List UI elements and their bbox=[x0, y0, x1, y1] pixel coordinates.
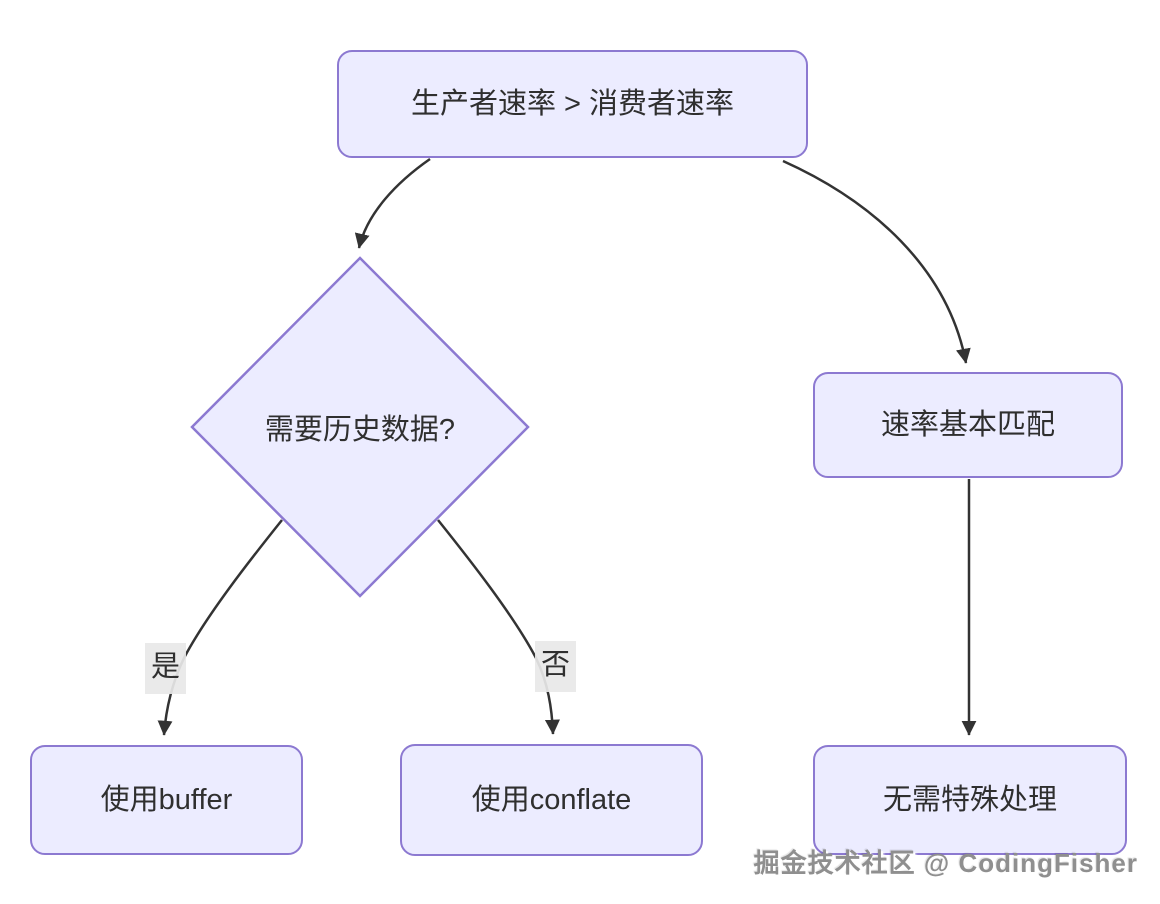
watermark-text: 掘金技术社区 @ CodingFisher bbox=[753, 848, 1138, 878]
edge-label-no: 否 bbox=[535, 641, 577, 692]
edge-root-to-decision bbox=[354, 157, 431, 249]
node-no-special-handling: 无需特殊处理 bbox=[813, 745, 1127, 855]
node-use-buffer-label: 使用buffer bbox=[100, 783, 233, 816]
node-no-special-handling-label: 无需特殊处理 bbox=[882, 783, 1057, 816]
decision-diamond-shape bbox=[190, 256, 530, 598]
node-rates-matched-label: 速率基本匹配 bbox=[880, 408, 1055, 441]
edge-decision-to-conflate bbox=[437, 519, 560, 735]
node-use-conflate: 使用conflate bbox=[400, 744, 703, 856]
node-use-conflate-label: 使用conflate bbox=[471, 783, 632, 816]
edge-decision-to-buffer bbox=[157, 519, 283, 736]
node-need-history-label: 需要历史数据? bbox=[264, 414, 456, 446]
node-producer-vs-consumer-label: 生产者速率 > 消费者速率 bbox=[410, 87, 735, 120]
node-rates-matched: 速率基本匹配 bbox=[813, 372, 1123, 478]
edge-root-to-matched bbox=[782, 159, 971, 364]
edge-label-yes: 是 bbox=[145, 643, 187, 694]
node-need-history-label-wrap: 需要历史数据? bbox=[220, 399, 500, 455]
node-producer-vs-consumer: 生产者速率 > 消费者速率 bbox=[337, 50, 808, 158]
node-use-buffer: 使用buffer bbox=[30, 745, 303, 855]
